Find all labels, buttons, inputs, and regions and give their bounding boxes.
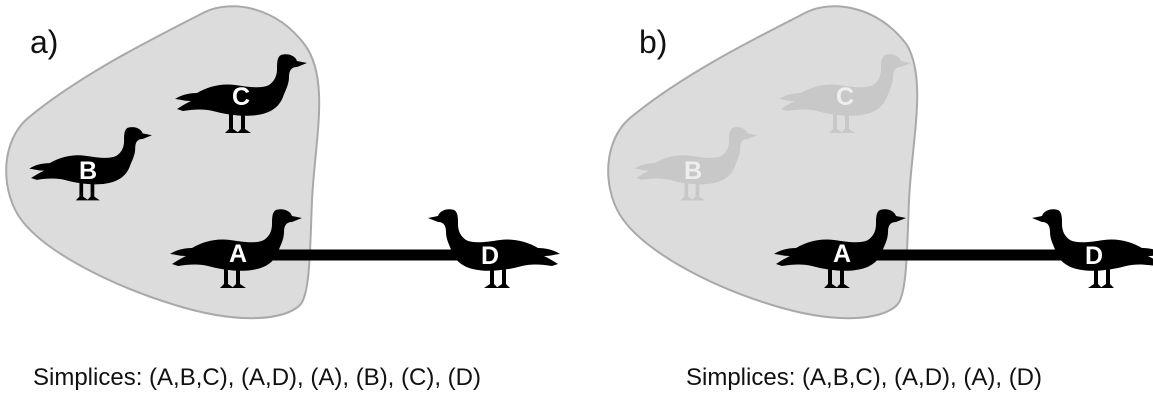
node-label-b: B <box>79 157 97 185</box>
simplex-triangle <box>5 5 321 320</box>
goose-icon: D <box>428 209 560 288</box>
panel-a: B C A D a) Simplices: (A,B,C), (A,D), (A… <box>0 0 576 396</box>
simplices-caption: Simplices: (A,B,C), (A,D), (A), (B), (C)… <box>33 364 481 391</box>
node-label-a: A <box>833 240 851 268</box>
goose-icon: B <box>634 127 757 201</box>
panel-label: b) <box>639 24 668 60</box>
goose-icon: C <box>175 54 307 133</box>
panel-label: a) <box>30 24 59 60</box>
goose-icon: A <box>774 209 906 288</box>
node-label-d: D <box>1085 242 1103 270</box>
node-label-b: B <box>684 157 702 185</box>
panel-b: B C A D b) Simplices: (A,B,C), (A,D), (A… <box>577 0 1153 396</box>
diagram-b: B C A D <box>607 5 1153 320</box>
goose-icon: A <box>170 209 302 288</box>
diagram-a: B C A D <box>5 5 560 320</box>
node-label-a: A <box>229 240 247 268</box>
goose-icon: C <box>779 54 911 133</box>
node-label-d: D <box>481 242 499 270</box>
simplices-caption: Simplices: (A,B,C), (A,D), (A), (D) <box>686 364 1043 391</box>
simplex-triangle <box>607 5 919 320</box>
node-label-c: C <box>836 83 854 111</box>
node-label-c: C <box>232 83 250 111</box>
goose-icon: D <box>1032 209 1153 288</box>
goose-icon: B <box>29 127 152 201</box>
